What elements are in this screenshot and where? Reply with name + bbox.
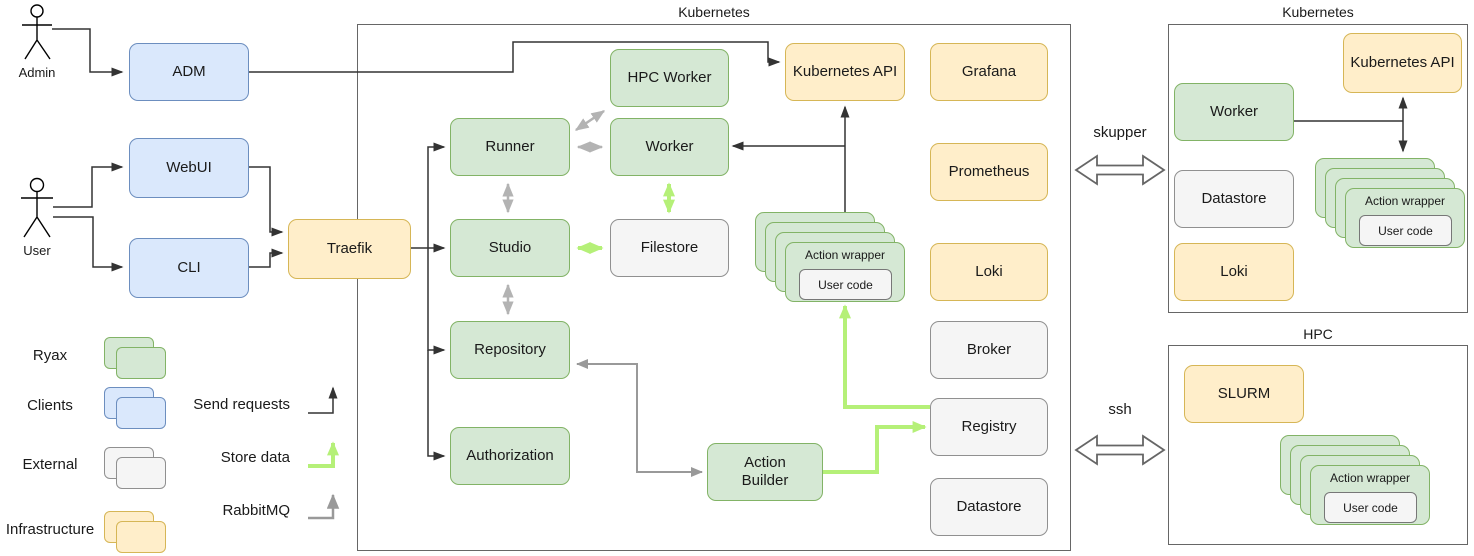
node-traefik: Traefik [288, 219, 411, 279]
node-worker: Worker [610, 118, 729, 176]
node-runner: Runner [450, 118, 570, 176]
legend-store-data-label: Store data [220, 449, 290, 466]
node-studio: Studio [450, 219, 570, 277]
action-builder-label: Action Builder [741, 454, 789, 489]
action-wrapper-label: Action wrapper [1329, 471, 1411, 485]
action-wrapper-stack-hpc: Action wrapper User code [1280, 435, 1430, 525]
legend-card [116, 457, 166, 489]
user-code-box: User code [1359, 215, 1452, 246]
edge-runner-hpc-worker [574, 109, 606, 132]
action-wrapper-card: Action wrapper User code [1345, 188, 1465, 248]
node-right-kubernetes-api: Kubernetes API [1343, 33, 1462, 93]
legend-infrastructure-label: Infrastructure [5, 521, 95, 538]
edge-repository-action-builder [576, 359, 703, 477]
admin-actor-icon [22, 4, 52, 60]
node-authorization: Authorization [450, 427, 570, 485]
edge-adm-to-kubernetes-api [249, 41, 781, 73]
action-wrapper-card: Action wrapper User code [785, 242, 905, 302]
node-broker: Broker [930, 321, 1048, 379]
node-registry: Registry [930, 398, 1048, 456]
ssh-double-arrow [1074, 434, 1166, 466]
legend-send-requests-label: Send requests [193, 396, 290, 413]
user-code-box: User code [799, 269, 892, 300]
legend-store-data-arrow [308, 441, 339, 468]
edge-registry-to-action-wrapper [839, 304, 930, 409]
legend-card [116, 521, 166, 553]
node-cli: CLI [129, 238, 249, 298]
user-label: User [23, 243, 51, 258]
kubernetes-right-container [1168, 24, 1468, 313]
node-right-loki: Loki [1174, 243, 1294, 301]
legend-card [116, 347, 166, 379]
edge-user-to-cli [53, 216, 124, 272]
node-right-worker: Worker [1174, 83, 1294, 141]
edge-webui-to-traefik [249, 166, 284, 237]
legend-ryax-label: Ryax [32, 347, 68, 364]
node-adm: ADM [129, 43, 249, 101]
edge-cli-to-traefik [249, 248, 284, 268]
node-kubernetes-api: Kubernetes API [785, 43, 905, 101]
action-wrapper-label: Action wrapper [804, 248, 886, 262]
user-actor-icon [21, 177, 53, 238]
action-wrapper-label: Action wrapper [1364, 194, 1446, 208]
node-action-builder: Action Builder [707, 443, 823, 501]
action-wrapper-card: Action wrapper User code [1310, 465, 1430, 525]
node-repository: Repository [450, 321, 570, 379]
action-wrapper-stack-main: Action wrapper User code [755, 212, 905, 302]
node-prometheus: Prometheus [930, 143, 1048, 201]
kubernetes-right-title: Kubernetes [1282, 4, 1354, 20]
node-filestore: Filestore [610, 219, 729, 277]
edge-traefik-to-runner [427, 142, 446, 248]
edge-traefik-to-repository [427, 248, 446, 355]
action-wrapper-stack-right: Action wrapper User code [1315, 158, 1465, 248]
user-code-box: User code [1324, 492, 1417, 523]
skupper-label: skupper [1093, 124, 1147, 141]
admin-label: Admin [18, 65, 56, 80]
legend-send-requests-arrow [308, 386, 338, 414]
hpc-container [1168, 345, 1468, 545]
edge-action-builder-to-registry [823, 421, 927, 474]
legend-rabbitmq-label: RabbitMQ [222, 502, 290, 519]
kubernetes-main-container [357, 24, 1071, 551]
edge-traefik-to-authorization [427, 350, 446, 461]
hpc-title: HPC [1303, 326, 1333, 342]
ssh-label: ssh [1108, 401, 1132, 418]
legend-external-label: External [22, 456, 78, 473]
edge-user-to-webui [53, 162, 124, 208]
node-loki: Loki [930, 243, 1048, 301]
node-right-datastore: Datastore [1174, 170, 1294, 228]
legend-card [116, 397, 166, 429]
node-datastore: Datastore [930, 478, 1048, 536]
kubernetes-main-title: Kubernetes [678, 4, 750, 20]
edge-admin-to-adm [52, 28, 124, 77]
skupper-double-arrow [1074, 154, 1166, 186]
node-webui: WebUI [129, 138, 249, 198]
node-hpc-worker: HPC Worker [610, 49, 729, 107]
legend-rabbitmq-arrow [308, 493, 340, 520]
node-slurm: SLURM [1184, 365, 1304, 423]
legend-clients-label: Clients [27, 397, 73, 414]
node-grafana: Grafana [930, 43, 1048, 101]
